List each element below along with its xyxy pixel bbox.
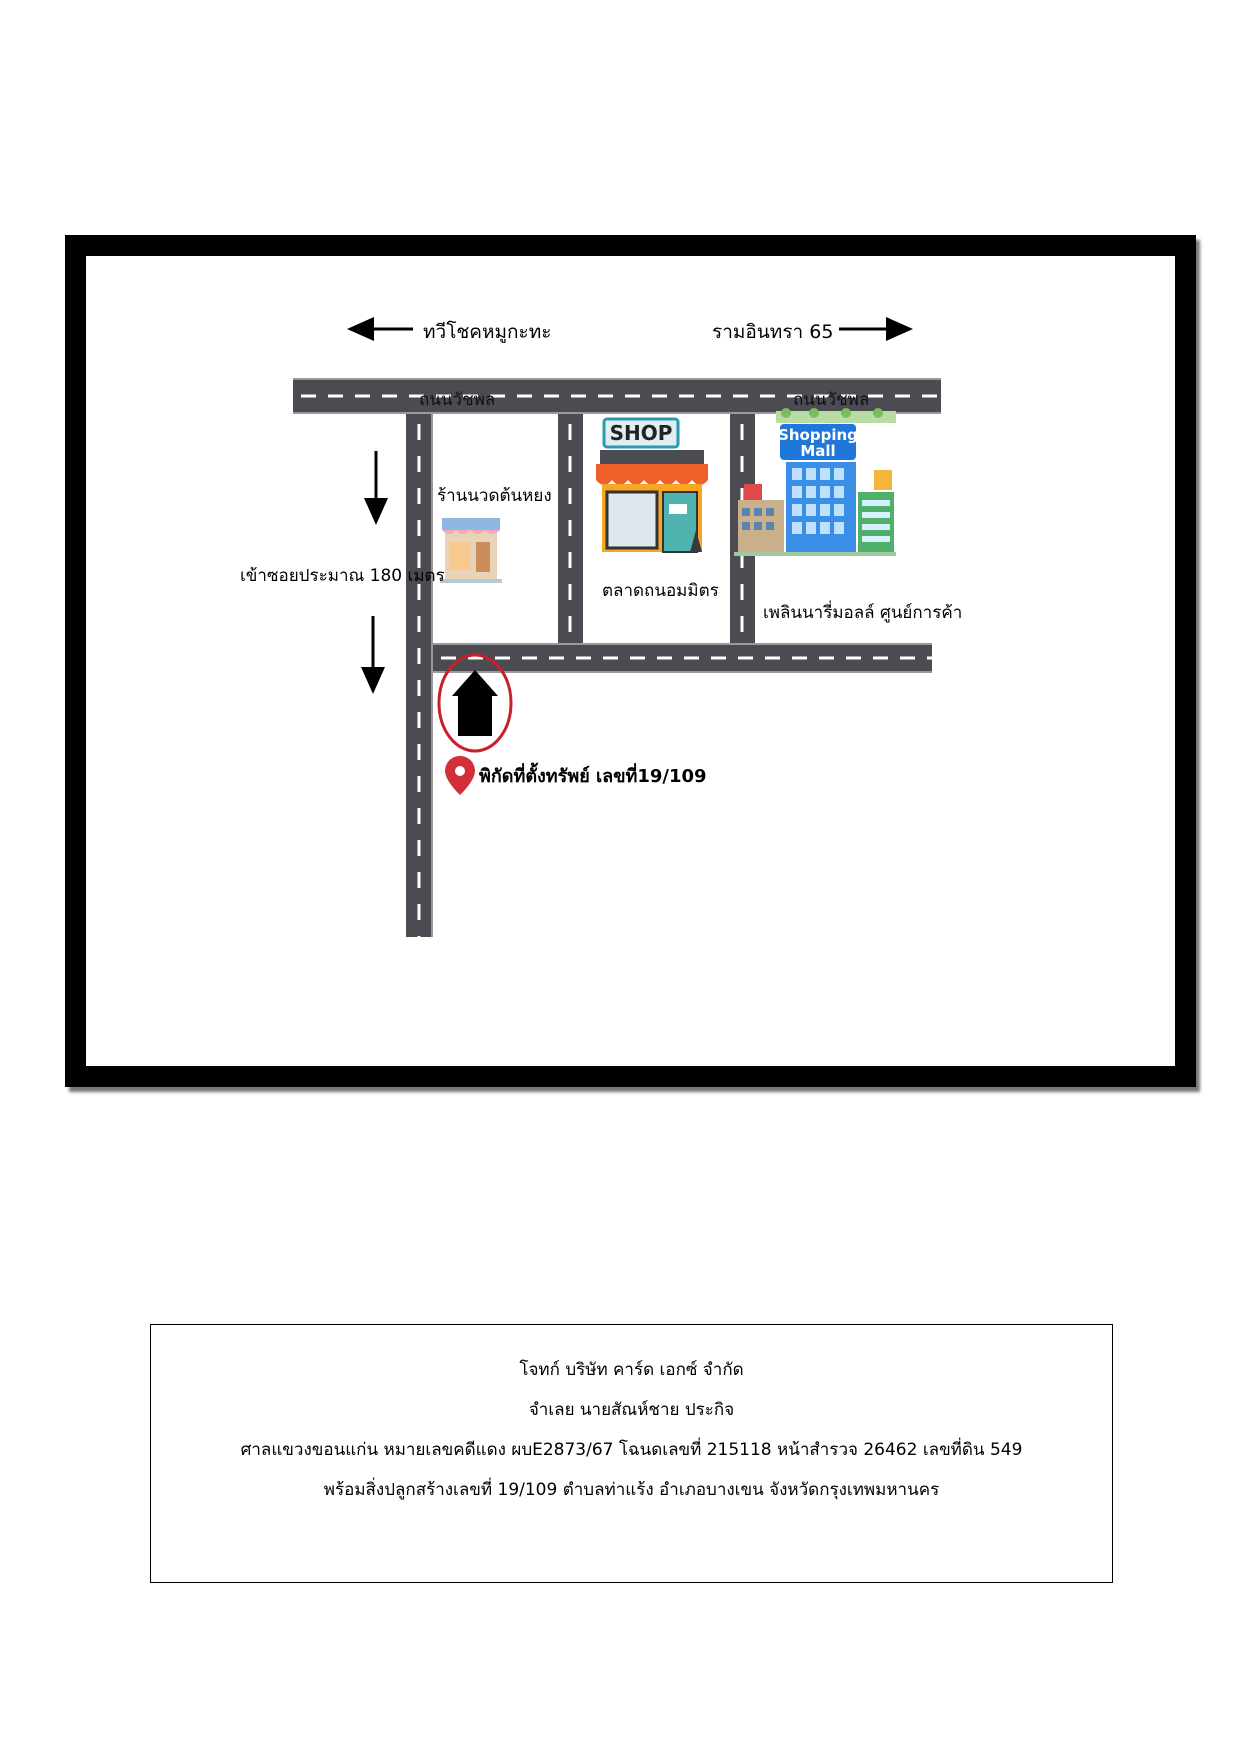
plaintiff-line: โจทก์ บริษัท คาร์ด เอกซ์ จำกัด xyxy=(519,1360,744,1380)
property-marker xyxy=(437,653,513,753)
mall-sign-line1: Shopping xyxy=(778,426,858,444)
massage-shop-label: ร้านนวดต้นหยง xyxy=(437,486,552,506)
massage-shop-icon xyxy=(440,518,502,583)
case-info-box: โจทก์ บริษัท คาร์ด เอกซ์ จำกัด จำเลย นาย… xyxy=(150,1324,1113,1583)
soi-distance-label: เข้าซอยประมาณ 180 เมตร xyxy=(240,566,445,586)
property-address-line: พร้อมสิ่งปลูกสร้างเลขที่ 19/109 ตำบลท่าแ… xyxy=(323,1480,940,1500)
road-label-left: ถนนวัชพล xyxy=(419,390,496,410)
road-label-right: ถนนวัชพล xyxy=(793,390,870,410)
mall-sign-line2: Mall xyxy=(800,442,835,460)
shop-sign-text: SHOP xyxy=(610,421,673,445)
map-area: SHOP Shopping Mall xyxy=(86,256,1175,1066)
map-frame: SHOP Shopping Mall xyxy=(65,235,1196,1087)
location-pin-icon xyxy=(445,756,475,795)
mall-label: เพลินนารี่มอลล์ ศูนย์การค้า xyxy=(763,603,963,623)
map-drawing: SHOP Shopping Mall xyxy=(293,317,941,937)
shopping-mall-icon: Shopping Mall xyxy=(734,408,896,556)
side-road-1 xyxy=(558,414,583,644)
property-location-label: พิกัดที่ตั้งทรัพย์ เลขที่19/109 xyxy=(479,766,707,787)
market-label: ตลาดถนอมมิตร xyxy=(602,581,719,601)
shop-icon: SHOP xyxy=(596,417,708,553)
case-detail-line: ศาลแขวงขอนแก่น หมายเลขคดีแดง ผบE2873/67 … xyxy=(240,1440,1023,1460)
lower-road xyxy=(433,643,932,673)
main-road-top xyxy=(293,378,941,414)
direction-left-label: ทวีโชคหมูกะทะ xyxy=(423,321,552,343)
soi-road-vertical xyxy=(406,414,433,937)
direction-right-label: รามอินทรา 65 xyxy=(712,321,834,343)
defendant-line: จำเลย นายสัณห์ชาย ประกิจ xyxy=(528,1400,735,1420)
